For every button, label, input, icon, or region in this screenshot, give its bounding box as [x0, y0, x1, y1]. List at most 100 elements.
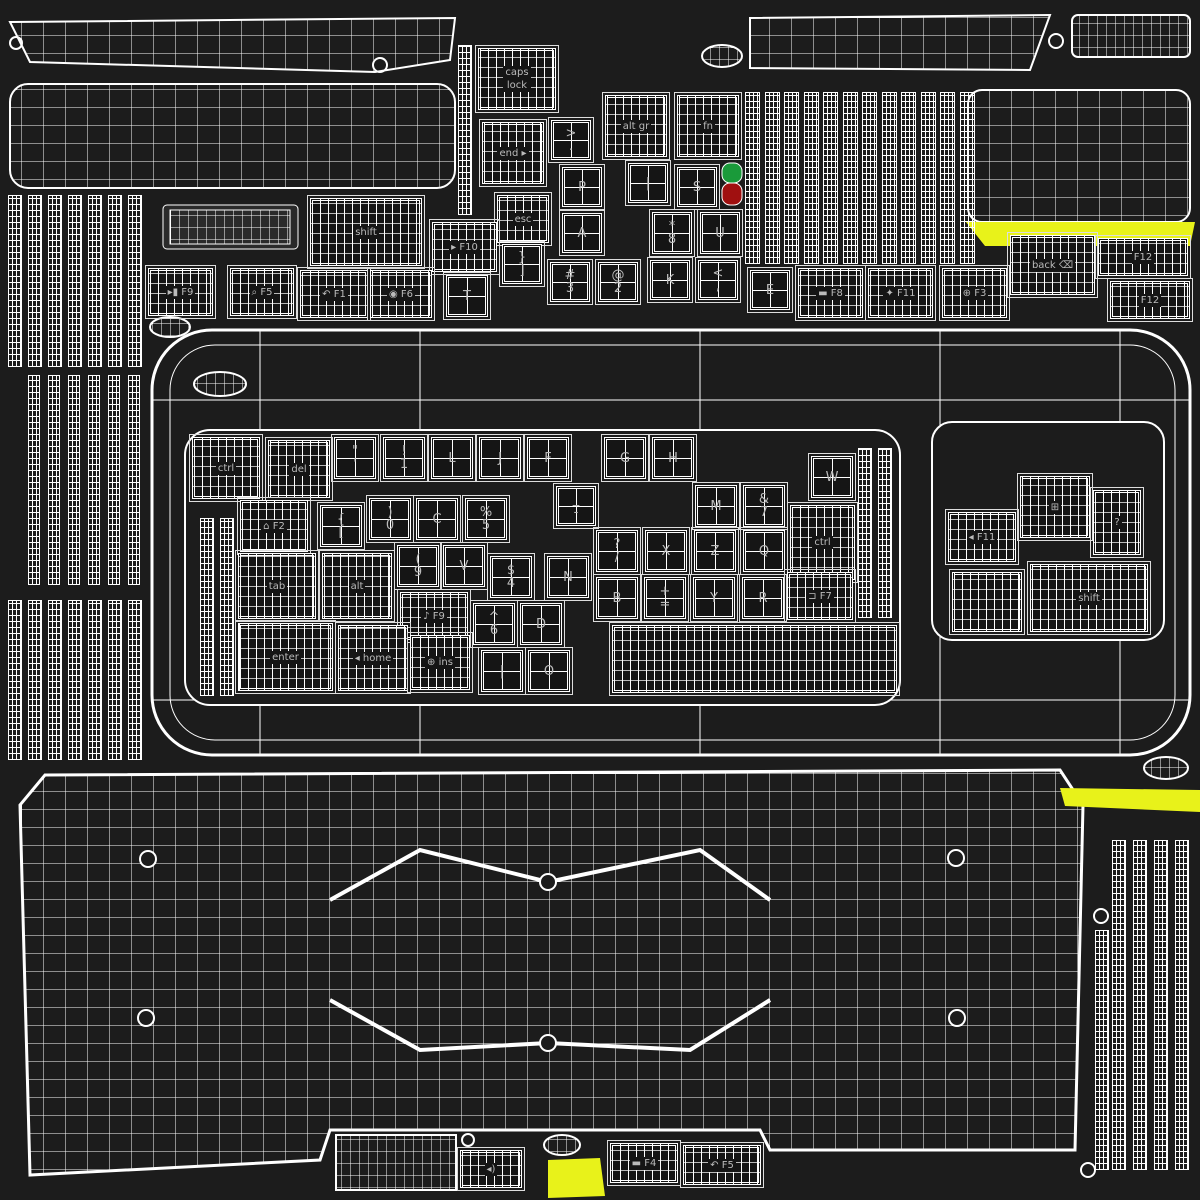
keycap-uv-island: ! 1 — [380, 434, 428, 482]
keycap-uv-island: " ' — [331, 434, 379, 482]
keycap-legend: Z — [710, 543, 720, 559]
keycap-legend: J — [498, 450, 502, 466]
keycap-uv-island: ⊕ F3 — [939, 265, 1010, 321]
keycap-legend: ctrl — [215, 461, 237, 475]
keycap-legend: ↶ F1 — [320, 287, 348, 301]
keycap-legend: } ] — [517, 250, 527, 278]
keycap-uv-island: esc — [494, 192, 552, 246]
keycap-uv-island: ↶ F1 — [297, 267, 371, 321]
stabilizer-strip — [878, 448, 892, 618]
keycap-uv-island: & 7 — [740, 482, 788, 530]
keycap-legend: { [ — [336, 512, 346, 540]
keycap-legend: ⊕ F3 — [960, 286, 989, 300]
keycap-legend: V — [459, 558, 469, 574]
keycap-uv-island: ✦ F11 — [865, 265, 936, 321]
keycap-legend: B — [612, 590, 622, 606]
keycap-uv-island: ) 0 — [366, 495, 414, 543]
keycap-uv-island: Q — [740, 527, 788, 575]
stabilizer-strip — [200, 518, 214, 696]
keycap-legend: ⊞ — [1048, 500, 1062, 514]
keycap-legend: ctrl — [812, 536, 833, 549]
keycap-uv-island: ◂ F11 — [945, 509, 1019, 565]
keycap-uv-island: ♪ F9 — [397, 589, 471, 643]
keycap-legend: ⌕ F5 — [249, 285, 275, 299]
keycap-legend: back ⌫ — [1029, 258, 1076, 272]
keycap-uv-island: B — [593, 574, 641, 622]
keycap-legend: Y — [710, 590, 718, 606]
keycap-legend: ◂) — [484, 1162, 498, 1176]
bottom-shell — [18, 768, 1085, 1177]
keycap-legend: ♪ F9 — [421, 609, 447, 623]
keycap-uv-island: ⊕ ins — [407, 632, 473, 693]
keycap-uv-island: % 5 — [462, 495, 510, 543]
keycap-legend: @ 2 — [611, 268, 625, 296]
keycap-uv-island: alt gr — [602, 92, 670, 160]
keycap-uv-island: tab — [235, 550, 319, 622]
stabilizer-strip — [48, 600, 62, 760]
keycap-legend: S — [692, 179, 702, 195]
stabilizer-strip — [68, 195, 82, 367]
stabilizer-strip — [784, 92, 799, 264]
keycap-legend: C — [432, 511, 442, 527]
keycap-legend: F — [544, 450, 552, 466]
top-shell-left — [8, 16, 457, 74]
stabilizer-strip — [28, 195, 42, 367]
keycap-uv-island: A — [559, 210, 605, 256]
keycap-uv-island: | — [478, 647, 526, 695]
keycap-uv-island: X — [642, 527, 690, 575]
keycap-legend: G — [619, 450, 631, 466]
keycap-uv-island: G — [601, 434, 649, 482]
keycap-uv-island: O — [525, 647, 573, 695]
yellow-trim-right — [1060, 788, 1200, 812]
keycap-legend: del — [289, 462, 309, 476]
keycap-legend: A — [577, 225, 587, 241]
keycap-uv-island: J — [476, 434, 524, 482]
keycap-uv-island: ⊞ — [1017, 473, 1093, 541]
keycap-legend: | — [645, 175, 651, 191]
keycap-uv-island: ⌕ F5 — [227, 265, 297, 319]
stabilizer-strip — [842, 92, 858, 264]
keycap-legend: * 8 — [667, 219, 677, 247]
led-green — [721, 162, 743, 184]
keycap-uv-island: end ▸ — [479, 119, 547, 187]
stabilizer-strip — [68, 600, 82, 760]
stabilizer-strip — [108, 600, 122, 760]
keycap-uv-island: ◉ F6 — [367, 267, 435, 321]
keycap-uv-island: # 3 — [547, 259, 593, 305]
keycap-uv-island: ⌂ F2 — [237, 497, 311, 555]
keycap-legend: ▸ F10 — [449, 240, 480, 254]
keycap-legend: X — [661, 543, 671, 559]
keycap-legend: # 3 — [564, 268, 576, 296]
keycap-legend: + = — [659, 584, 671, 612]
stabilizer-strip — [803, 92, 819, 264]
keycap-uv-island: shift — [1027, 561, 1151, 635]
stabilizer-strip — [128, 600, 142, 760]
stabilizer-strip — [901, 92, 916, 264]
keycap-legend: shift — [1076, 591, 1102, 605]
keycap-uv-island: U — [697, 209, 743, 257]
keycap-legend: tab — [266, 579, 288, 593]
stabilizer-strip — [28, 600, 42, 760]
keycap-legend: caps lock — [503, 66, 531, 92]
keycap-legend: shift — [353, 225, 379, 239]
keycap-uv-island — [609, 622, 900, 696]
keycap-legend: | — [499, 663, 505, 679]
keycap-uv-island: ▸ F10 — [429, 219, 500, 275]
keycap-uv-island: del — [265, 437, 333, 501]
keycap-legend: > . — [565, 126, 577, 154]
stabilizer-strip — [745, 92, 760, 264]
keycap-uv-island: ◂) — [457, 1147, 525, 1191]
keycap-legend: U — [715, 225, 725, 241]
keycap-uv-island: alt — [319, 550, 395, 622]
keycap-legend: end ▸ — [497, 146, 529, 160]
keycap-legend: ↶ F5 — [708, 1158, 736, 1172]
keycap-legend: O — [543, 663, 555, 679]
keycap-uv-island: S — [674, 164, 720, 210]
keycap-uv-island: V — [440, 542, 488, 590]
stabilizer-strip — [68, 375, 80, 585]
keycap-legend: P — [578, 179, 586, 195]
keycap-uv-island: K — [647, 257, 693, 303]
keycap-legend: enter — [270, 650, 301, 664]
keycap-uv-island: N — [544, 553, 592, 601]
